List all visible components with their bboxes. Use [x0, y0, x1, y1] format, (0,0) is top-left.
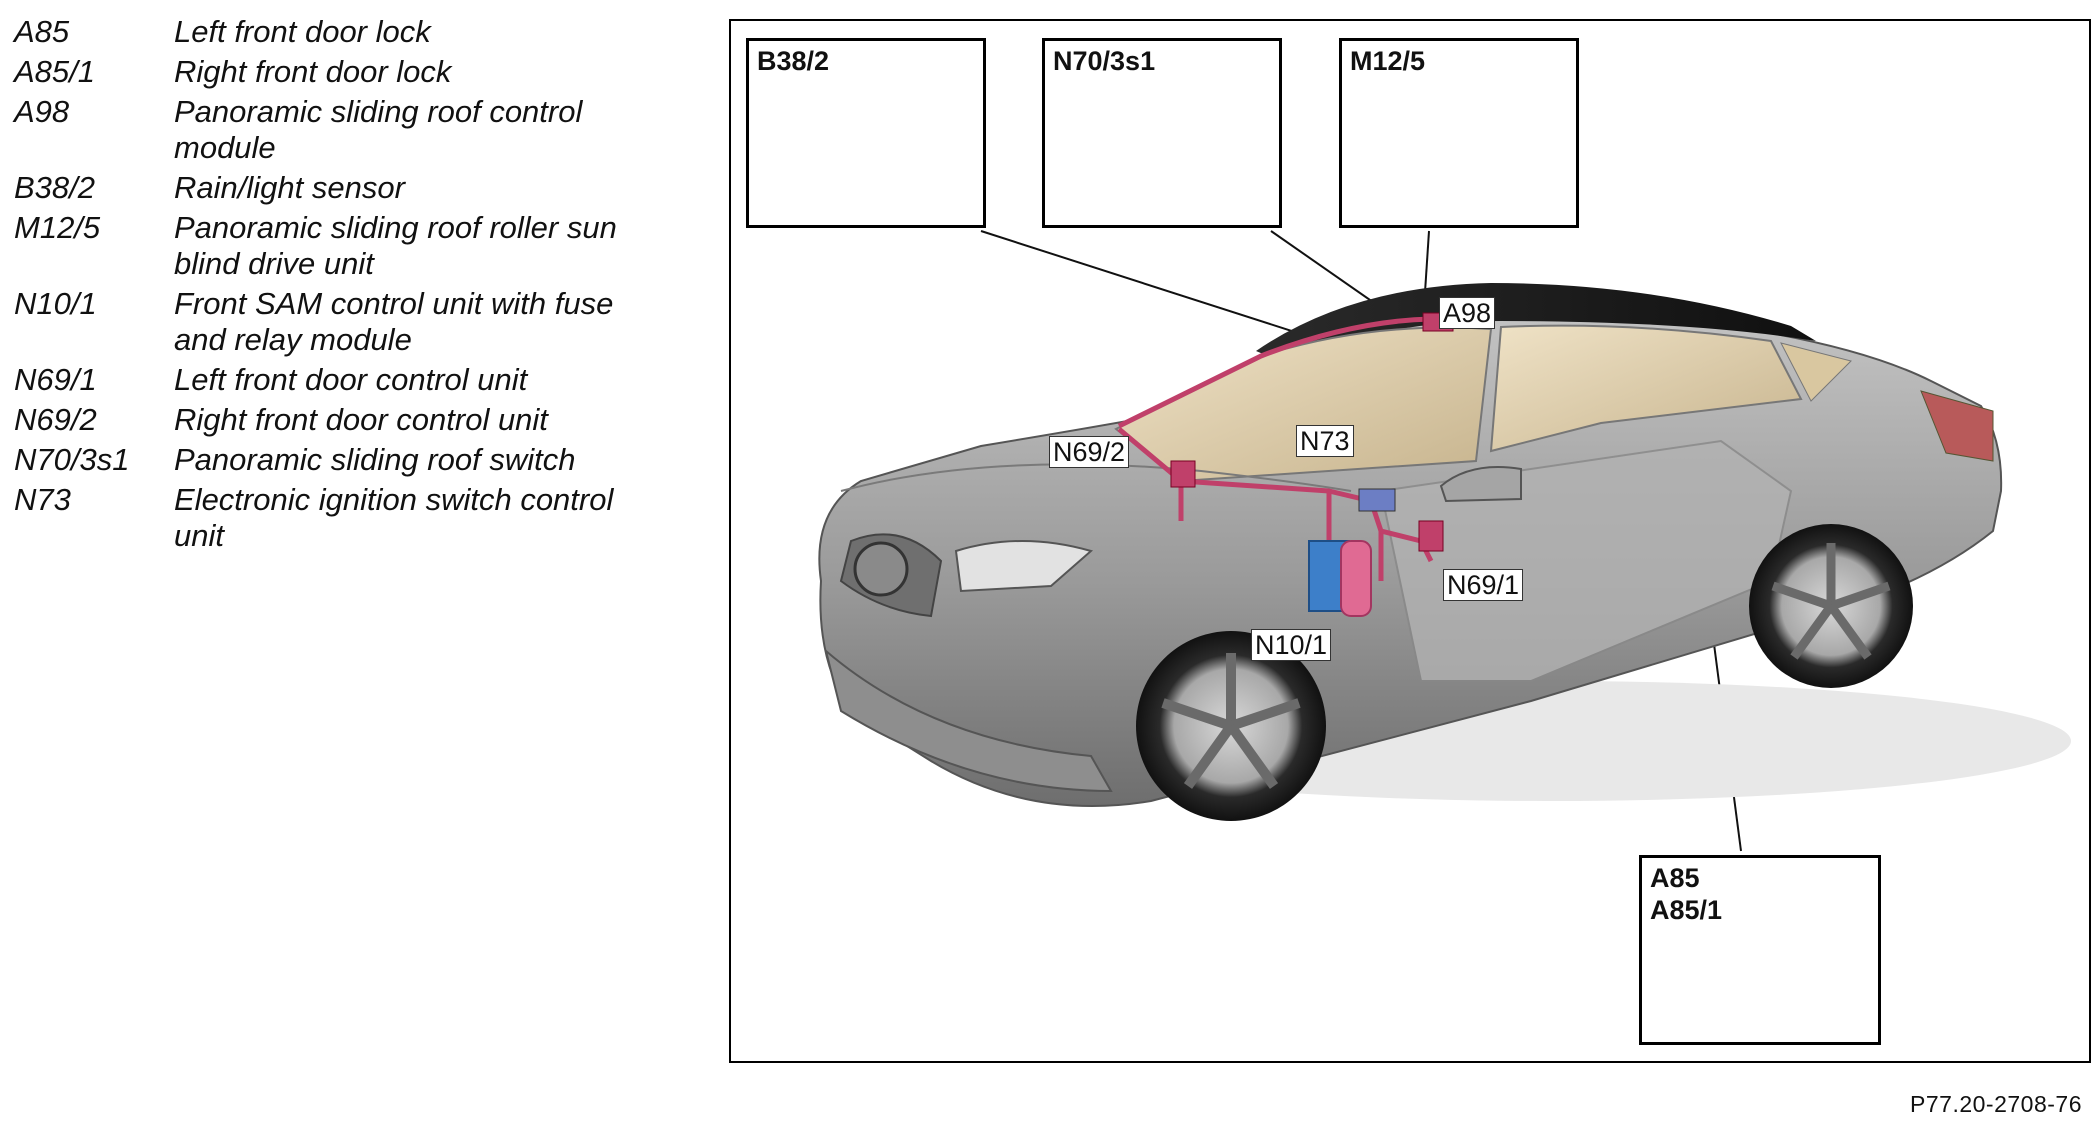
legend-description: Panoramic sliding roof control module — [174, 94, 583, 165]
inset-m12-5: M12/5 — [1339, 38, 1579, 228]
legend-code: N10/1 — [14, 286, 97, 321]
legend-code: A98 — [14, 94, 70, 129]
legend-code: A85/1 — [14, 54, 96, 89]
inset-label-n70-3s1: N70/3s1 — [1053, 46, 1156, 76]
inset-b38-2: B38/2 — [746, 38, 986, 228]
wire-roof-front — [1117, 316, 1444, 429]
inset-label-a85: A85 — [1650, 863, 1700, 893]
inset-label-b38-2: B38/2 — [757, 46, 830, 76]
legend-description: Left front door control unit — [174, 362, 528, 397]
component-legend: A85 Left front door lock A85/1 Right fro… — [14, 14, 674, 558]
inset-n70-3s1: N70/3s1 — [1042, 38, 1282, 228]
legend-description: Panoramic sliding roof switch — [174, 442, 576, 477]
car-illustration — [804, 78, 2071, 1033]
callout-a98: A98 — [1439, 297, 1496, 329]
sam-relay-shape — [1340, 540, 1372, 617]
figure-reference-id: P77.20-2708-76 — [1910, 1091, 2082, 1117]
legend-code: B38/2 — [14, 170, 96, 205]
legend-description: Panoramic sliding roof roller sun blind … — [174, 210, 617, 281]
legend-row: M12/5 Panoramic sliding roof roller sun … — [14, 210, 674, 282]
legend-description: Left front door lock — [174, 14, 431, 49]
legend-row: N69/2 Right front door control unit — [14, 402, 674, 438]
legend-description: Front SAM control unit with fuse and rel… — [174, 286, 614, 357]
left-door-unit-shape — [1418, 520, 1444, 552]
diagram-frame: B38/2 N70/3s1 M12/5 A85 A85/1 A98 N69/2 … — [729, 19, 2091, 1063]
legend-row: N69/1 Left front door control unit — [14, 362, 674, 398]
legend-description: Rain/light sensor — [174, 170, 405, 205]
car-body — [818, 283, 2071, 821]
leader-line-b38-2 — [980, 230, 1330, 344]
legend-description: Electronic ignition switch control unit — [174, 482, 614, 553]
legend-code: N69/1 — [14, 362, 97, 397]
ignition-unit-shape — [1358, 488, 1396, 512]
legend-row: N73 Electronic ignition switch control u… — [14, 482, 674, 554]
callout-n73: N73 — [1296, 425, 1354, 457]
legend-row: A85 Left front door lock — [14, 14, 674, 50]
right-door-unit-shape — [1170, 460, 1196, 488]
legend-code: A85 — [14, 14, 70, 49]
legend-row: A85/1 Right front door lock — [14, 54, 674, 90]
legend-code: N73 — [14, 482, 71, 517]
callout-n69-2: N69/2 — [1049, 436, 1130, 468]
inset-a85: A85 A85/1 — [1639, 855, 1881, 1045]
inset-label-a85-1: A85/1 — [1650, 895, 1723, 925]
legend-description: Right front door lock — [174, 54, 452, 89]
legend-code: N70/3s1 — [14, 442, 130, 477]
legend-row: N10/1 Front SAM control unit with fuse a… — [14, 286, 674, 358]
legend-code: N69/2 — [14, 402, 97, 437]
legend-row: A98 Panoramic sliding roof control modul… — [14, 94, 674, 166]
legend-description: Right front door control unit — [174, 402, 548, 437]
inset-label-m12-5: M12/5 — [1350, 46, 1426, 76]
callout-n69-1: N69/1 — [1443, 569, 1524, 601]
legend-row: B38/2 Rain/light sensor — [14, 170, 674, 206]
legend-code: M12/5 — [14, 210, 101, 245]
legend-row: N70/3s1 Panoramic sliding roof switch — [14, 442, 674, 478]
callout-n10-1: N10/1 — [1251, 629, 1332, 661]
